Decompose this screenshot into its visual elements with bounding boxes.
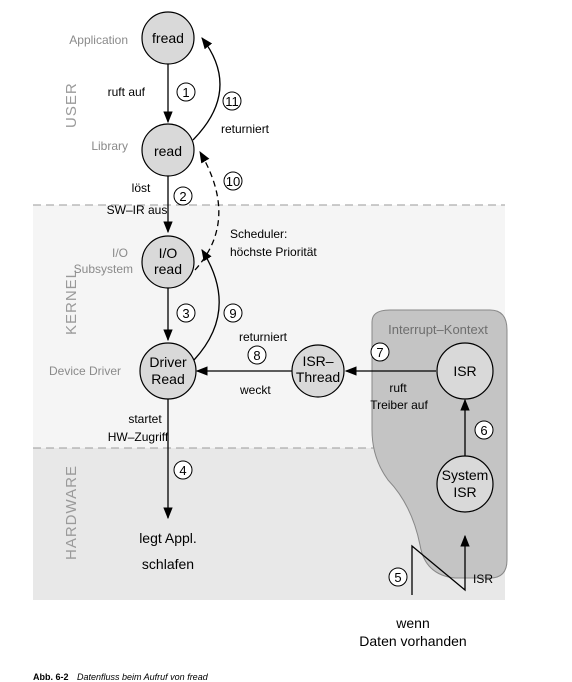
node-system-isr: [436, 455, 494, 513]
interrupt-context-label: Interrupt–Kontext: [388, 322, 488, 337]
step-9: 9: [223, 303, 243, 323]
svg-text:4: 4: [179, 463, 186, 478]
step-5: 5: [388, 567, 408, 587]
layer-user-label: USER: [63, 82, 80, 128]
node-isr-thread: [291, 344, 345, 398]
edge-label-wenn: wenn: [395, 615, 429, 631]
svg-text:5: 5: [394, 570, 401, 585]
node-isr-thread-label-1: ISR–: [302, 353, 333, 369]
node-read-label: read: [154, 143, 182, 159]
edge-driver-return-io: [193, 249, 220, 361]
svg-text:1: 1: [182, 85, 189, 100]
label-library: Library: [91, 139, 128, 153]
svg-text:8: 8: [253, 348, 260, 363]
node-driver-read-label-2: Read: [151, 371, 184, 387]
node-isr: [436, 342, 494, 400]
node-read: [141, 123, 195, 177]
node-isr-label: ISR: [453, 363, 476, 379]
node-io-read-label-2: read: [154, 261, 182, 277]
svg-text:11: 11: [225, 94, 239, 109]
edge-label-treiber-auf: Treiber auf: [370, 398, 428, 412]
label-application: Application: [69, 33, 128, 47]
edge-label-weckt: weckt: [239, 383, 271, 397]
node-isr-thread-label-2: Thread: [296, 369, 340, 385]
node-driver-read-label-1: Driver: [149, 354, 187, 370]
edge-label-loest-1: löst: [132, 181, 151, 195]
figure-caption: Abb. 6-2 Datenfluss beim Aufruf von frea…: [33, 667, 209, 682]
edge-hardware-interrupt-signal: [411, 534, 470, 595]
svg-text:3: 3: [182, 306, 189, 321]
step-7: 7: [370, 342, 390, 362]
edge-label-ruft-auf: ruft auf: [108, 85, 146, 99]
step-2: 2: [173, 186, 193, 206]
node-system-isr-label-1: System: [442, 467, 489, 483]
step-4: 4: [173, 460, 193, 480]
svg-text:7: 7: [376, 345, 383, 360]
node-fread: [141, 11, 195, 65]
label-device-driver: Device Driver: [49, 364, 121, 378]
edge-label-legt-appl: legt Appl.: [139, 530, 197, 546]
node-driver-read: [139, 342, 197, 400]
svg-text:10: 10: [226, 174, 240, 189]
label-subsystem: Subsystem: [74, 262, 133, 276]
svg-text:2: 2: [179, 189, 186, 204]
label-io: I/O: [112, 246, 128, 260]
edge-label-returniert-9: returniert: [239, 330, 288, 344]
edge-label-scheduler-1: Scheduler:: [230, 227, 287, 241]
edge-label-startet: startet: [128, 412, 162, 426]
edge-label-hw-zugriff: HW–Zugriff: [108, 430, 169, 444]
step-11: 11: [222, 91, 242, 111]
layer-hardware-label: HARDWARE: [63, 465, 80, 560]
edge-label-loest-2: SW–IR aus: [107, 203, 168, 217]
step-6: 6: [474, 420, 494, 440]
step-10: 10: [223, 171, 243, 191]
node-io-read-label-1: I/O: [159, 245, 178, 261]
edge-label-schlafen: schlafen: [142, 556, 194, 572]
node-fread-label: fread: [152, 30, 184, 46]
svg-text:6: 6: [480, 423, 487, 438]
step-8: 8: [247, 345, 267, 365]
figure-caption-label: Abb. 6-2: [33, 672, 69, 682]
step-3: 3: [176, 303, 196, 323]
edge-label-ruft: ruft: [389, 381, 407, 395]
step-1: 1: [176, 82, 196, 102]
edge-label-returniert-11: returniert: [221, 122, 270, 136]
edge-label-isr-signal: ISR: [473, 572, 493, 586]
svg-text:9: 9: [229, 306, 236, 321]
figure-caption-text: Datenfluss beim Aufruf von fread: [77, 672, 209, 682]
edge-label-daten-vorhanden: Daten vorhanden: [359, 633, 466, 649]
layer-kernel-label: KERNEL: [63, 269, 80, 335]
edge-read-return-fread: [192, 37, 221, 141]
edge-label-scheduler-2: höchste Priorität: [230, 245, 317, 259]
node-system-isr-label-2: ISR: [453, 484, 476, 500]
node-io-read: [141, 235, 195, 289]
